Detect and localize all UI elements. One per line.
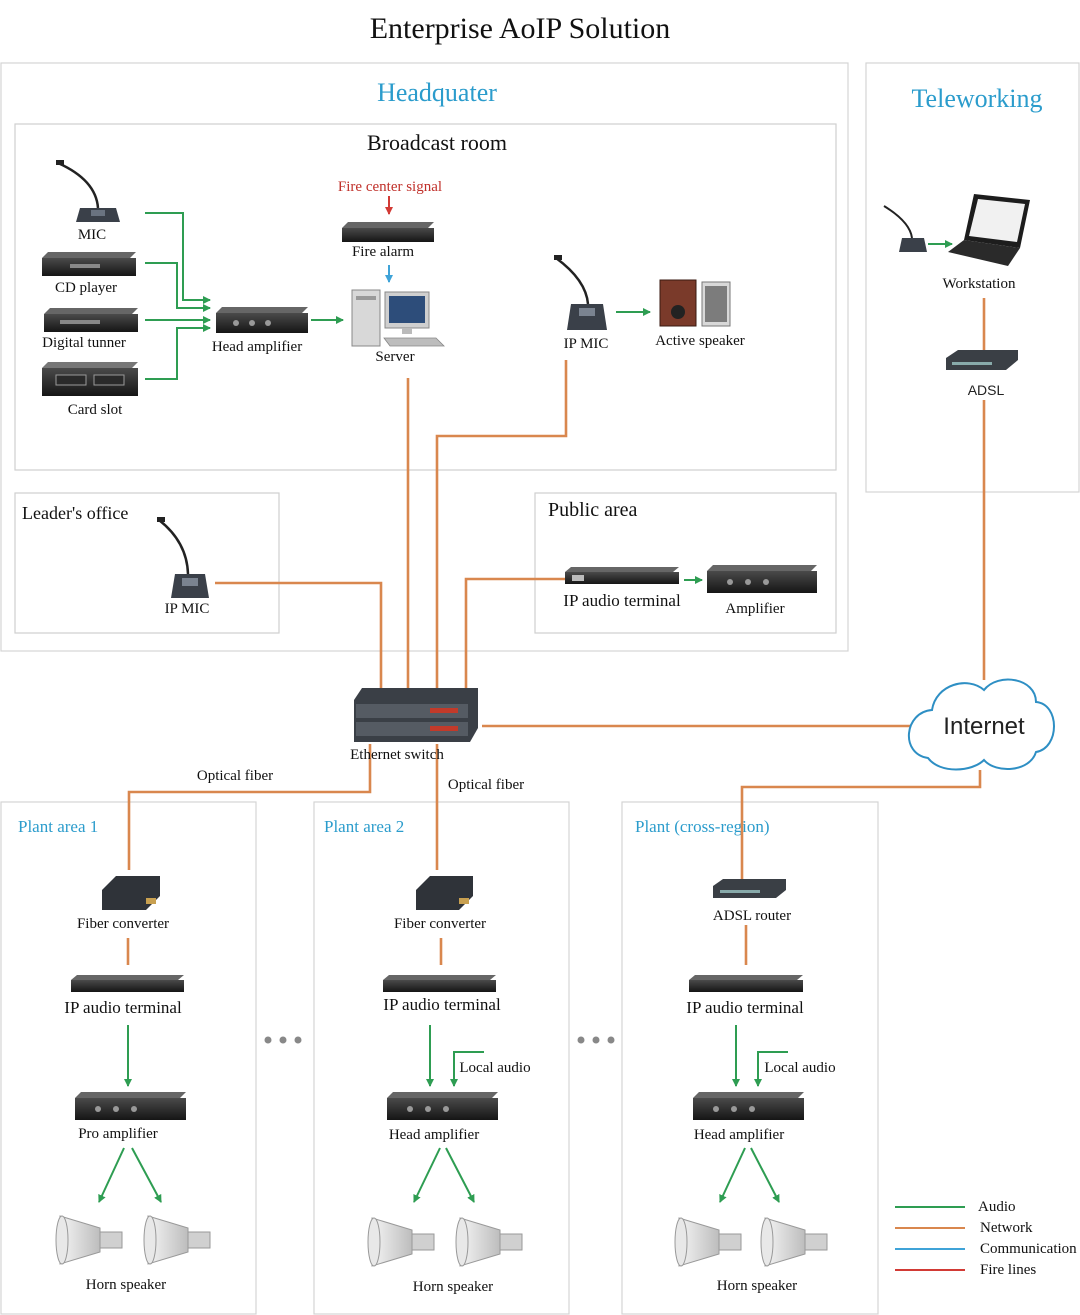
headquarter-title: Headquater [377, 78, 497, 107]
broadcast-room-title: Broadcast room [367, 130, 507, 155]
server-icon [351, 289, 445, 347]
cd-player-icon [42, 252, 136, 276]
optical-fiber-1-label: Optical fiber [197, 768, 273, 784]
plant2-horn-speaker-label: Horn speaker [413, 1279, 493, 1295]
ethernet-switch-icon [354, 688, 478, 742]
public-ip-audio-terminal-icon [565, 567, 679, 584]
fire-alarm-icon [342, 222, 434, 242]
ip-mic-broadcast-label: IP MIC [564, 336, 609, 352]
server-label: Server [375, 349, 414, 365]
fiber-converter-1-icon [102, 876, 160, 910]
fire-center-signal-label: Fire center signal [338, 179, 442, 195]
plant1-horn-speaker-label: Horn speaker [86, 1277, 166, 1293]
ellipsis-dots [264, 1036, 615, 1044]
mic-label: MIC [78, 227, 106, 243]
internet-cloud-icon [908, 678, 1055, 771]
plant1-ip-audio-terminal-icon [71, 975, 184, 992]
horn-speaker-icon [674, 1217, 828, 1267]
active-speaker-icon [659, 279, 731, 327]
head-amplifier-icon [216, 307, 308, 333]
plant1-amplifier-icon [75, 1092, 186, 1120]
ip-mic-office-label: IP MIC [165, 601, 210, 617]
workstation-label: Workstation [943, 276, 1016, 292]
plant3-adsl-router-label: ADSL router [713, 908, 791, 924]
active-speaker-label: Active speaker [655, 333, 745, 349]
digital-tuner-label: Digital tunner [42, 335, 126, 351]
plant2-amplifier-icon [387, 1092, 498, 1120]
public-amplifier-icon [707, 565, 817, 593]
plant3-ip-audio-terminal-icon [689, 975, 803, 992]
legend-network: Network [980, 1220, 1033, 1236]
horn-speaker-icon [367, 1217, 523, 1267]
plant1-fiber-converter-label: Fiber converter [77, 916, 169, 932]
optical-fiber-2-label: Optical fiber [448, 777, 524, 793]
ip-mic-office-icon [157, 517, 209, 598]
ip-mic-broadcast-icon [554, 255, 607, 330]
adsl-modem-icon [946, 350, 1018, 370]
legend-fire-lines: Fire lines [980, 1262, 1036, 1278]
plant2-amplifier-label: Head amplifier [389, 1127, 479, 1143]
plant1-ip-audio-terminal-label: IP audio terminal [64, 998, 182, 1017]
mic-icon [56, 160, 120, 222]
adsl-label: ADSL [968, 382, 1005, 398]
plant2-title: Plant area 2 [324, 817, 404, 836]
public-ip-audio-terminal-label: IP audio terminal [563, 591, 681, 610]
public-area-panel [534, 492, 837, 634]
leaders-office-title: Leader's office [22, 503, 128, 523]
plant1-amplifier-label: Pro amplifier [78, 1126, 158, 1142]
plant3-local-audio-label: Local audio [764, 1060, 835, 1076]
workstation-mic-icon [883, 205, 927, 252]
plant3-panel [621, 801, 879, 1315]
cd-player-label: CD player [55, 280, 117, 296]
public-amplifier-label: Amplifier [725, 601, 784, 617]
plant1-title: Plant area 1 [18, 817, 98, 836]
card-slot-label: Card slot [68, 402, 123, 418]
plant3-ip-audio-terminal-label: IP audio terminal [686, 998, 804, 1017]
audio-lines [98, 212, 953, 1203]
laptop-icon [948, 194, 1030, 266]
horn-speaker-icon [55, 1215, 211, 1265]
plant2-local-audio-label: Local audio [459, 1060, 530, 1076]
fire-alarm-label: Fire alarm [352, 244, 414, 260]
fiber-converter-2-icon [416, 876, 473, 910]
public-area-title: Public area [548, 499, 638, 521]
leaders-office-panel [14, 492, 280, 634]
ethernet-switch-label: Ethernet switch [350, 747, 444, 763]
page-title: Enterprise AoIP Solution [370, 12, 671, 45]
legend: Audio Network Communication Fire lines [895, 1199, 1077, 1278]
card-slot-icon [42, 362, 138, 396]
network-lines [126, 298, 986, 965]
legend-audio: Audio [978, 1199, 1016, 1215]
plant3-title: Plant (cross-region) [635, 817, 770, 836]
plant2-ip-audio-terminal-label: IP audio terminal [383, 995, 501, 1014]
internet-label: Internet [943, 713, 1025, 740]
head-amplifier-label: Head amplifier [212, 339, 302, 355]
plant3-amplifier-label: Head amplifier [694, 1127, 784, 1143]
plant3-amplifier-icon [693, 1092, 804, 1120]
plant2-ip-audio-terminal-icon [383, 975, 496, 992]
plant2-fiber-converter-label: Fiber converter [394, 916, 486, 932]
digital-tuner-icon [44, 308, 138, 332]
plant3-horn-speaker-label: Horn speaker [717, 1278, 797, 1294]
legend-communication: Communication [980, 1241, 1077, 1257]
adsl-router-icon [713, 879, 786, 898]
teleworking-title: Teleworking [911, 84, 1042, 113]
teleworking-panel [865, 62, 1080, 493]
